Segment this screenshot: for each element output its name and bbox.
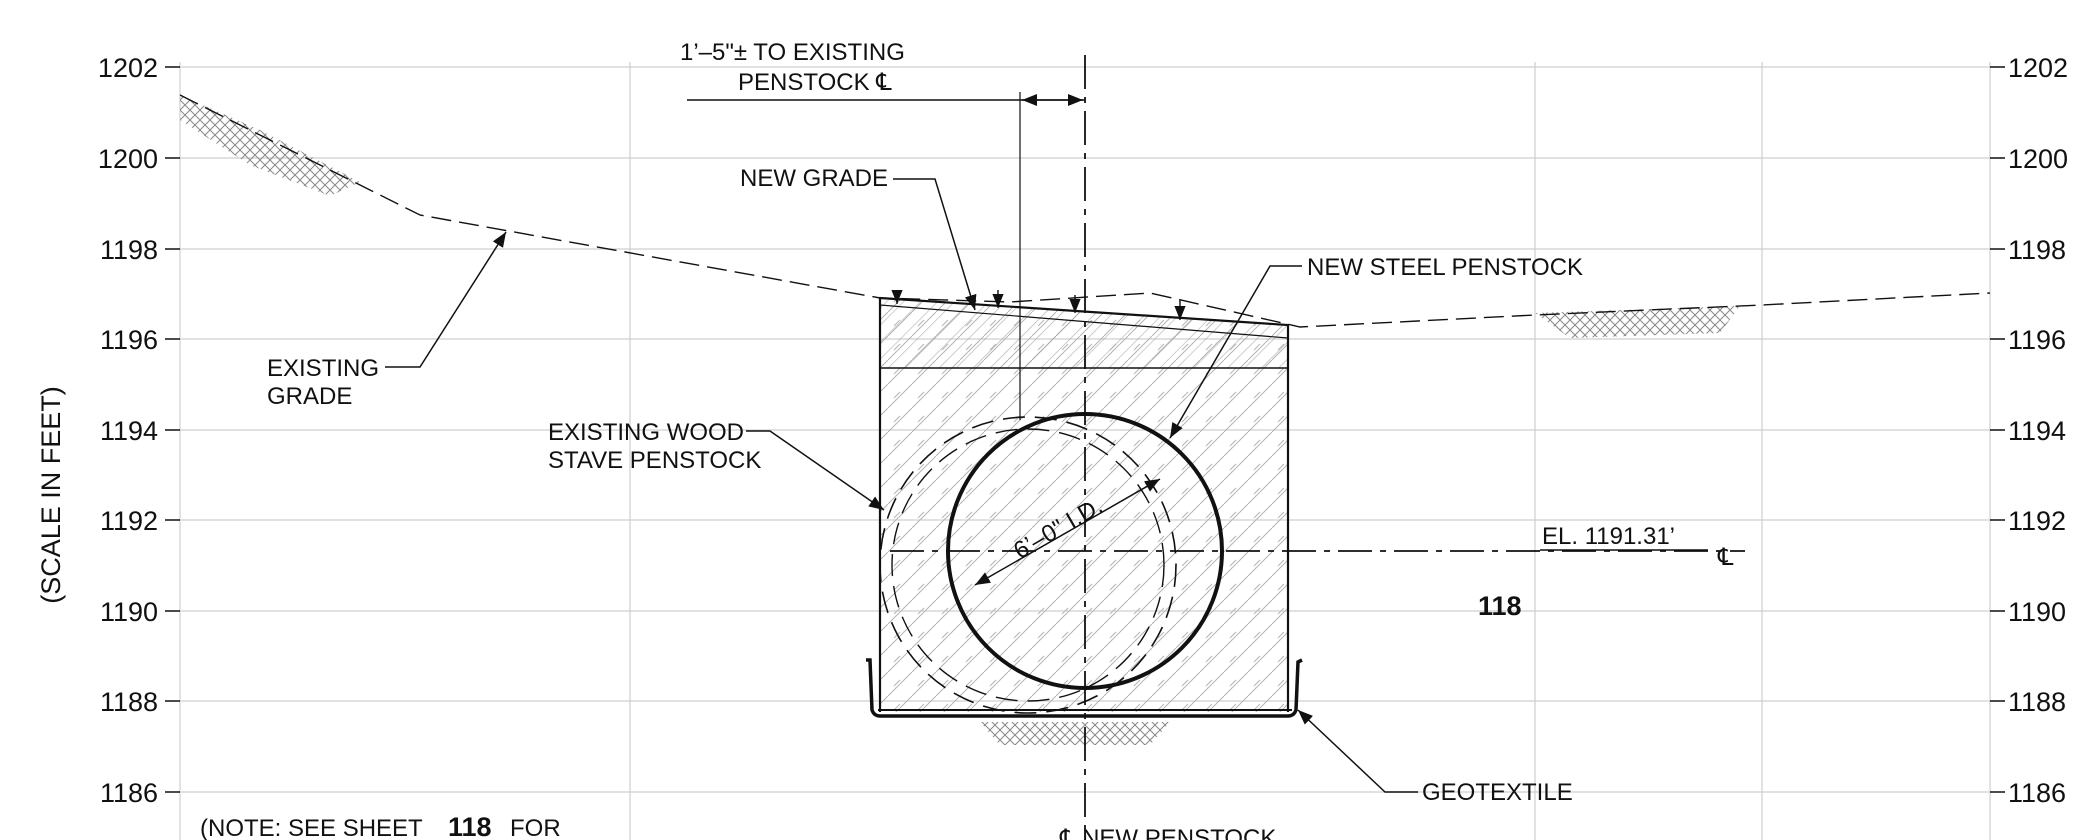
- existing-wood-label-2: STAVE PENSTOCK: [548, 447, 761, 474]
- new-penstock-centerline-label: ℄ NEW PENSTOCK: [1059, 825, 1276, 840]
- left-tick-label: 1192: [100, 506, 158, 536]
- bottom-note: (NOTE: SEE SHEET 118 FOR: [200, 812, 561, 840]
- new-steel-penstock-callout: NEW STEEL PENSTOCK: [1169, 254, 1583, 439]
- right-tick-label: 1188: [2008, 687, 2066, 717]
- elevation-centerline-symbol: ℄: [1717, 544, 1734, 571]
- right-tick-label: 1196: [2008, 325, 2066, 355]
- right-tick-label: 1202: [2008, 53, 2068, 83]
- note-sheet: 118: [448, 812, 492, 840]
- new-steel-penstock-label: NEW STEEL PENSTOCK: [1307, 254, 1583, 281]
- left-tick-label: 1188: [100, 687, 158, 717]
- new-grade-label: NEW GRADE: [740, 165, 888, 192]
- left-tick-label: 1198: [100, 235, 158, 265]
- existing-grade-label-2: GRADE: [267, 383, 352, 410]
- axis-label: (SCALE IN FEET): [36, 386, 66, 604]
- left-tick-label: 1202: [98, 53, 158, 83]
- offset-label-line1: 1’–5"± TO EXISTING: [680, 39, 905, 66]
- left-tick-label: 1200: [98, 144, 158, 174]
- existing-grade-hatch: [180, 95, 1740, 745]
- offset-label-line2: PENSTOCK ℄: [738, 69, 892, 96]
- geotextile-callout: GEOTEXTILE: [1297, 709, 1573, 806]
- sheet-reference: 118: [1478, 591, 1522, 621]
- right-tick-label: 1198: [2008, 235, 2066, 265]
- right-tick-label: 1186: [2008, 778, 2066, 808]
- existing-grade-label-1: EXISTING: [267, 355, 379, 382]
- left-tick-label: 1186: [100, 778, 158, 808]
- offset-dimension: 1’–5"± TO EXISTING PENSTOCK ℄: [680, 39, 1085, 106]
- existing-wood-penstock: [879, 416, 1177, 714]
- left-tick-label: 1194: [100, 416, 158, 446]
- existing-grade-callout: EXISTING GRADE: [267, 231, 507, 410]
- right-tick-label: 1192: [2008, 506, 2066, 536]
- note-prefix: (NOTE: SEE SHEET: [200, 815, 423, 840]
- note-suffix: FOR: [510, 815, 561, 840]
- right-tick-label: 1190: [2008, 597, 2066, 627]
- geotextile-label: GEOTEXTILE: [1422, 779, 1573, 806]
- new-grade-callout: NEW GRADE: [740, 165, 1186, 320]
- left-tick-label: 1190: [100, 597, 158, 627]
- right-tick-label: 1200: [2008, 144, 2068, 174]
- existing-grade-line: [179, 94, 1991, 328]
- existing-wood-label-1: EXISTING WOOD: [548, 419, 744, 446]
- elevation-callout: EL. 1191.31’ ℄: [1540, 523, 1734, 571]
- left-axis: 1202 1200 1198 1196 1194 1192 1190 1188 …: [98, 53, 180, 808]
- existing-wood-callout: EXISTING WOOD STAVE PENSTOCK: [548, 419, 885, 511]
- right-axis: 1202 1200 1198 1196 1194 1192 1190 1188 …: [1990, 53, 2068, 808]
- geotextile-wrap: [866, 658, 1303, 718]
- right-tick-label: 1194: [2008, 416, 2066, 446]
- elevation-label: EL. 1191.31’: [1542, 523, 1675, 550]
- left-tick-label: 1196: [100, 325, 158, 355]
